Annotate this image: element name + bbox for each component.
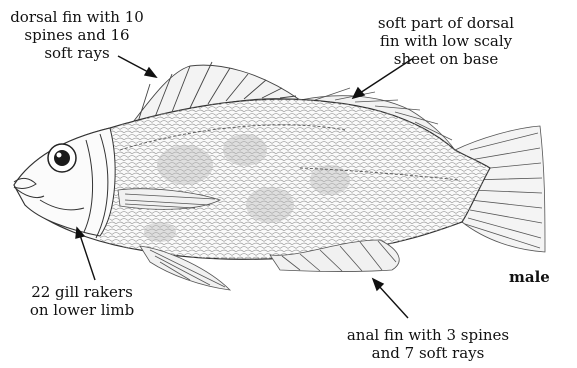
anal-fin-label: anal fin with 3 spines and 7 soft rays (328, 326, 528, 362)
dorsal-fin-label: dorsal fin with 10 spines and 16 soft ra… (2, 8, 152, 62)
soft-dorsal-fin-label: soft part of dorsal fin with low scaly s… (360, 14, 532, 68)
gill-rakers-label: 22 gill rakers on lower limb (22, 283, 142, 319)
sex-label: male (509, 268, 550, 286)
fish-eye (48, 144, 76, 172)
arrow-anal-fin (373, 279, 408, 318)
